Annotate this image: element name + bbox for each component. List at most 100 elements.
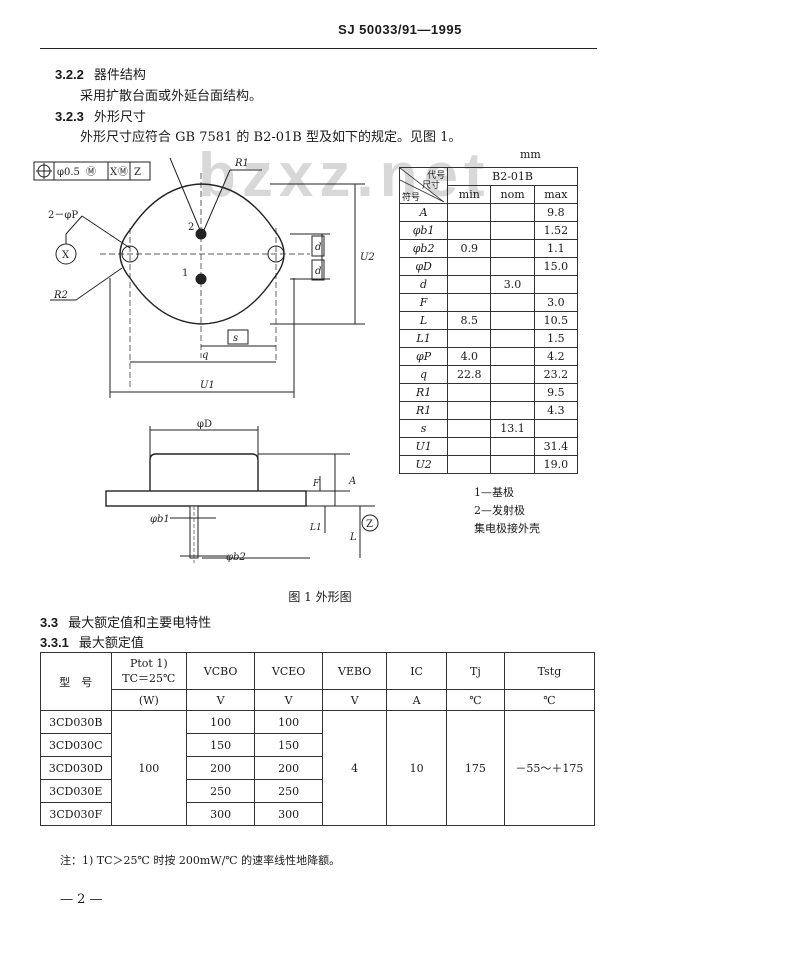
cell-nom bbox=[490, 239, 535, 258]
package-top-view bbox=[119, 183, 285, 325]
cell-min bbox=[447, 221, 492, 240]
table-row: U1 31.4 bbox=[398, 437, 579, 456]
rating-header: Ptot 1)TC＝25℃ bbox=[110, 652, 188, 690]
section-3-2-2-text: 采用扩散台面或外延台面结构。 bbox=[80, 89, 263, 104]
svg-text:s: s bbox=[233, 333, 238, 344]
flange-side bbox=[105, 490, 307, 507]
svg-text:φD: φD bbox=[197, 419, 212, 430]
vcbo-cell: 150 bbox=[186, 733, 256, 757]
svg-text:φb2: φb2 bbox=[226, 552, 246, 563]
model-cell: 3CD030F bbox=[40, 802, 112, 826]
row-symbol: U1 bbox=[398, 437, 449, 456]
cell-min: 4.0 bbox=[447, 347, 492, 366]
footnote: 注：1) TC＞25℃ 时按 200mW/℃ 的速率线性地降额。 bbox=[60, 854, 341, 867]
outline-drawing: φ0.5 Ⓜ X Ⓜ Z X 2－φP R1 2 1 R2 d d U2 s bbox=[33, 157, 379, 563]
cell-max: 31.4 bbox=[533, 437, 579, 456]
table-row: A 9.8 bbox=[398, 203, 579, 222]
cell-nom bbox=[490, 365, 535, 384]
cell-min: 0.9 bbox=[447, 239, 492, 258]
datum-z bbox=[361, 514, 379, 532]
cell-max: 1.1 bbox=[533, 239, 579, 258]
header-line: VCEO bbox=[271, 664, 306, 678]
rating-header: Tstg bbox=[503, 652, 596, 690]
cell-nom bbox=[490, 329, 535, 348]
cell-max: 4.2 bbox=[533, 347, 579, 366]
cell-max: 10.5 bbox=[533, 311, 579, 330]
rating-header: 型 号 bbox=[40, 652, 112, 711]
cell-max: 9.8 bbox=[533, 203, 579, 222]
ptot-cell: 100 bbox=[110, 710, 188, 826]
header-line: Ptot 1) bbox=[129, 656, 168, 670]
cell-min bbox=[447, 275, 492, 294]
vceo-cell: 300 bbox=[254, 802, 324, 826]
cell-max: 19.0 bbox=[533, 455, 579, 474]
header-line: VCBO bbox=[203, 664, 238, 678]
cell-min bbox=[447, 419, 492, 438]
legend-item: 集电极接外壳 bbox=[474, 522, 540, 535]
svg-text:Ⓜ: Ⓜ bbox=[118, 166, 128, 178]
cell-max: 4.3 bbox=[533, 401, 579, 420]
svg-text:U1: U1 bbox=[200, 380, 215, 391]
cell-min bbox=[447, 329, 492, 348]
package-name: B2-01B bbox=[447, 167, 578, 186]
svg-text:d: d bbox=[315, 242, 321, 253]
rating-header: VCBO bbox=[186, 652, 256, 690]
cell-min: 8.5 bbox=[447, 311, 492, 330]
vcbo-cell: 200 bbox=[186, 756, 256, 780]
svg-text:R1: R1 bbox=[234, 158, 249, 169]
model-cell: 3CD030E bbox=[40, 779, 112, 803]
header-rule bbox=[40, 48, 597, 49]
svg-text:X: X bbox=[110, 167, 118, 178]
page-number: — 2 — bbox=[60, 892, 103, 907]
header-unit: V bbox=[254, 689, 324, 711]
svg-text:2: 2 bbox=[188, 222, 194, 233]
tj-cell: 175 bbox=[445, 710, 505, 826]
cell-min bbox=[447, 455, 492, 474]
cell-nom: 3.0 bbox=[490, 275, 535, 294]
vcbo-cell: 250 bbox=[186, 779, 256, 803]
row-symbol: A bbox=[398, 203, 449, 222]
rating-header: VEBO bbox=[322, 652, 388, 690]
unit-label: mm bbox=[520, 148, 541, 161]
cell-min bbox=[447, 203, 492, 222]
cell-nom bbox=[490, 401, 535, 420]
header-line: IC bbox=[410, 664, 423, 678]
svg-text:Z: Z bbox=[366, 519, 373, 530]
svg-text:X: X bbox=[62, 250, 70, 261]
model-cell: 3CD030B bbox=[40, 710, 112, 734]
cell-nom bbox=[490, 455, 535, 474]
package-side-view bbox=[149, 453, 259, 491]
cell-max: 3.0 bbox=[533, 293, 579, 312]
svg-text:q: q bbox=[202, 350, 208, 361]
vcbo-cell: 300 bbox=[186, 802, 256, 826]
cell-nom bbox=[490, 203, 535, 222]
svg-text:L: L bbox=[349, 532, 357, 543]
header-unit: A bbox=[386, 689, 447, 711]
tolerance-frame: φ0.5 Ⓜ X Ⓜ Z bbox=[33, 161, 151, 181]
cell-nom bbox=[490, 347, 535, 366]
header-unit: ℃ bbox=[445, 689, 505, 711]
rating-header: IC bbox=[386, 652, 447, 690]
svg-text:1: 1 bbox=[182, 268, 188, 279]
svg-text:2－φP: 2－φP bbox=[48, 210, 78, 221]
header-unit: V bbox=[322, 689, 388, 711]
vceo-cell: 200 bbox=[254, 756, 324, 780]
vceo-cell: 100 bbox=[254, 710, 324, 734]
svg-text:Ⓜ: Ⓜ bbox=[86, 166, 96, 178]
col-header: min bbox=[447, 185, 492, 204]
rating-header: VCEO bbox=[254, 652, 324, 690]
